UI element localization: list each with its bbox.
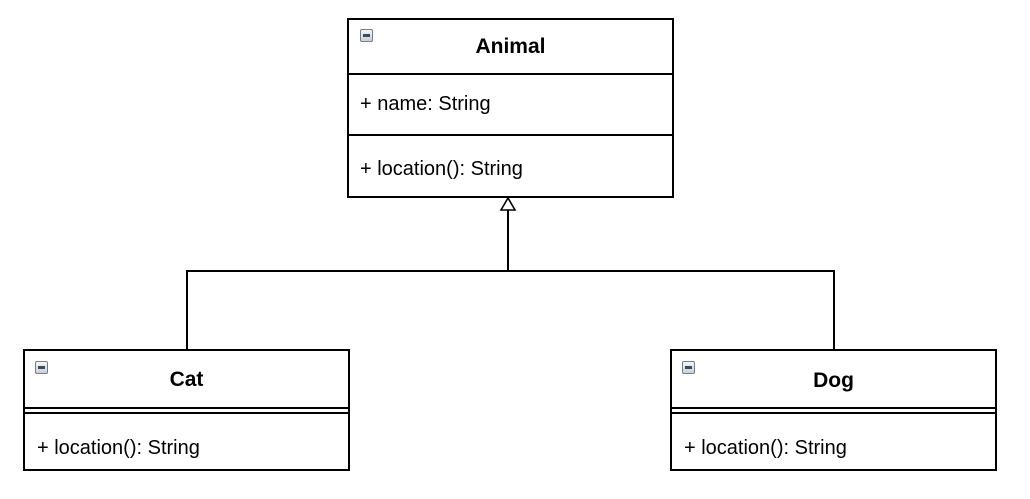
animal-class-name: Animal <box>475 35 546 58</box>
animal-attributes-section: + name: String <box>349 73 672 134</box>
cat-attributes-section <box>25 407 348 412</box>
dog-operation-location: + location(): String <box>684 437 847 459</box>
collapse-minus-icon[interactable] <box>682 361 695 374</box>
dog-inheritance-line <box>508 270 835 349</box>
cat-class-header: Cat <box>25 351 348 407</box>
collapse-minus-icon[interactable] <box>35 361 48 374</box>
cat-inheritance-line <box>186 210 509 349</box>
dog-class-header: Dog <box>672 351 995 407</box>
dog-class-box[interactable]: Dog + location(): String <box>670 349 997 471</box>
cat-class-box[interactable]: Cat + location(): String <box>23 349 350 471</box>
animal-attribute-name: + name: String <box>360 93 491 115</box>
animal-operation-location: + location(): String <box>360 158 523 180</box>
dog-attributes-section <box>672 407 995 412</box>
animal-class-box[interactable]: Animal + name: String + location(): Stri… <box>347 18 674 198</box>
animal-operations-section: + location(): String <box>349 134 672 196</box>
cat-operation-location: + location(): String <box>37 437 200 459</box>
generalization-arrowhead <box>499 196 517 211</box>
cat-operations-section: + location(): String <box>25 412 348 469</box>
cat-class-name: Cat <box>169 368 204 391</box>
dog-class-name: Dog <box>813 369 854 392</box>
dog-operations-section: + location(): String <box>672 412 995 469</box>
animal-class-header: Animal <box>349 20 672 73</box>
collapse-minus-icon[interactable] <box>360 29 373 42</box>
